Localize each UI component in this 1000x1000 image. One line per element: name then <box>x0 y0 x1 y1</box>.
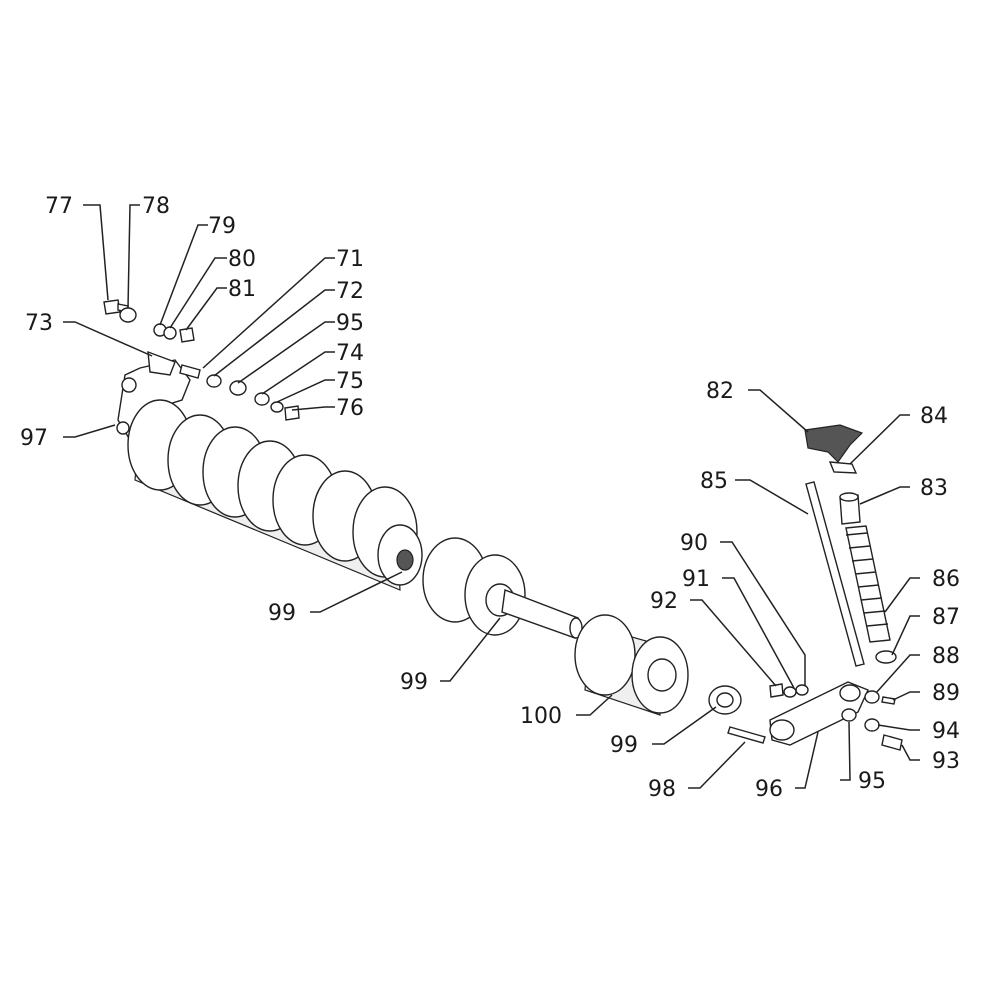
label-75: 75 <box>336 369 364 394</box>
label-95: 95 <box>858 769 886 794</box>
label-80: 80 <box>228 247 256 272</box>
label-86: 86 <box>932 567 960 592</box>
label-100: 100 <box>520 704 562 729</box>
second-roller <box>422 537 526 636</box>
label-78: 78 <box>142 194 170 219</box>
label-84: 84 <box>920 404 948 429</box>
label-99: 99 <box>610 733 638 758</box>
label-93: 93 <box>932 749 960 774</box>
end-roller-100 <box>574 614 689 716</box>
roller-shaft <box>501 589 583 639</box>
label-88: 88 <box>932 644 960 669</box>
label-76: 76 <box>336 396 364 421</box>
label-89: 89 <box>932 681 960 706</box>
callout-labels: 77 78 79 80 81 71 72 95 74 75 76 73 97 9… <box>20 194 960 802</box>
label-98: 98 <box>648 777 676 802</box>
label-90: 90 <box>680 531 708 556</box>
label-99: 99 <box>400 670 428 695</box>
label-85: 85 <box>700 469 728 494</box>
main-roller-assembly <box>127 399 423 591</box>
spring-coils <box>845 532 889 627</box>
label-79: 79 <box>208 214 236 239</box>
right-assembly <box>769 424 903 751</box>
label-95: 95 <box>336 311 364 336</box>
label-83: 83 <box>920 476 948 501</box>
leader-lines <box>63 204 920 789</box>
label-73: 73 <box>25 311 53 336</box>
label-82: 82 <box>706 379 734 404</box>
label-77: 77 <box>45 194 73 219</box>
label-97: 97 <box>20 426 48 451</box>
washer-and-pin <box>708 685 766 744</box>
label-71: 71 <box>336 247 364 272</box>
label-81: 81 <box>228 277 256 302</box>
label-96: 96 <box>755 777 783 802</box>
top-left-hardware <box>103 299 300 421</box>
label-87: 87 <box>932 605 960 630</box>
label-72: 72 <box>336 279 364 304</box>
label-92: 92 <box>650 589 678 614</box>
label-99: 99 <box>268 601 296 626</box>
label-94: 94 <box>932 719 960 744</box>
label-91: 91 <box>682 567 710 592</box>
label-74: 74 <box>336 341 364 366</box>
